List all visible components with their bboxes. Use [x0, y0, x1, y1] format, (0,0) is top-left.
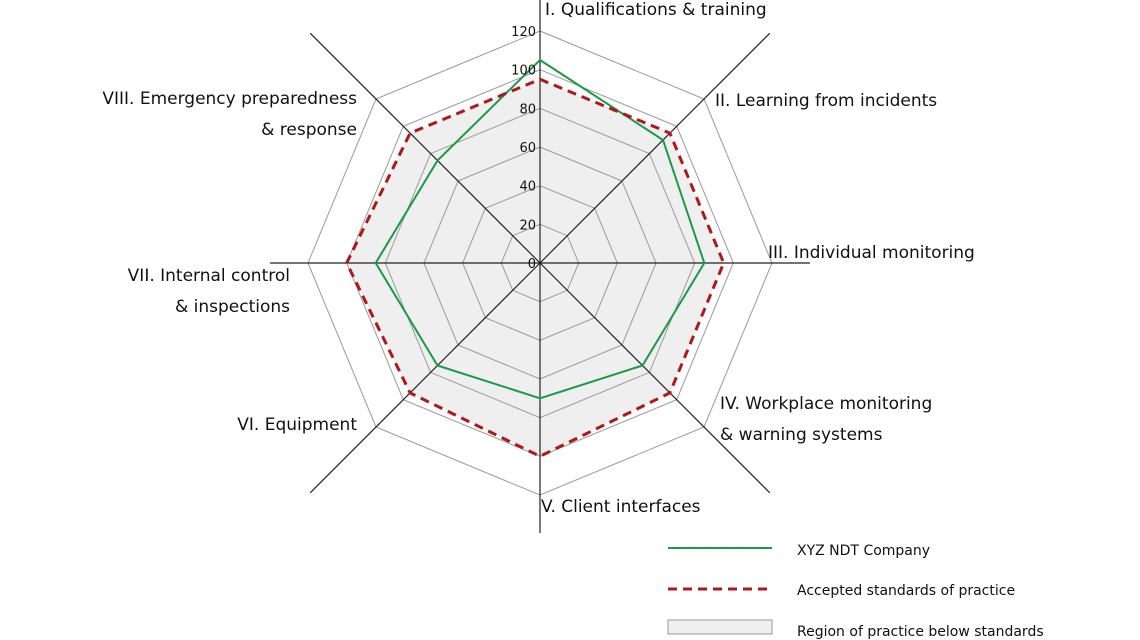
- axis-spoke-8: [309, 32, 541, 264]
- axis-label-3: III. Individual monitoring: [768, 243, 975, 263]
- tick-label-20: 20: [519, 218, 536, 233]
- tick-label-120: 120: [511, 25, 536, 40]
- axis-spoke-6: [309, 262, 541, 494]
- legend-region-swatch: [667, 619, 773, 635]
- axis-label-8: VIII. Emergency preparedness& response: [102, 89, 357, 140]
- standards-series-line: [345, 77, 726, 458]
- axis-label-4: IV. Workplace monitoring& warning system…: [720, 394, 932, 445]
- axis-label-5: V. Client interfaces: [541, 497, 701, 517]
- tick-label-100: 100: [511, 64, 536, 79]
- axis-spoke-2: [539, 32, 771, 264]
- company-series-line: [374, 58, 706, 400]
- tick-label-40: 40: [519, 180, 536, 195]
- axis-label-1: I. Qualifications & training: [545, 0, 767, 20]
- legend-region-label: Region of practice below standards: [797, 624, 1044, 640]
- tick-label-80: 80: [519, 102, 536, 117]
- legend-standards-label: Accepted standards of practice: [797, 583, 1015, 599]
- legend-company-label: XYZ NDT Company: [797, 543, 930, 559]
- axis-spoke-4: [539, 262, 771, 494]
- tick-label-0: 0: [528, 257, 536, 272]
- axis-label-6: VI. Equipment: [237, 415, 357, 435]
- axis-label-2: II. Learning from incidents: [715, 91, 937, 111]
- tick-label-60: 60: [519, 141, 536, 156]
- axis-label-7: VII. Internal control& inspections: [128, 266, 290, 317]
